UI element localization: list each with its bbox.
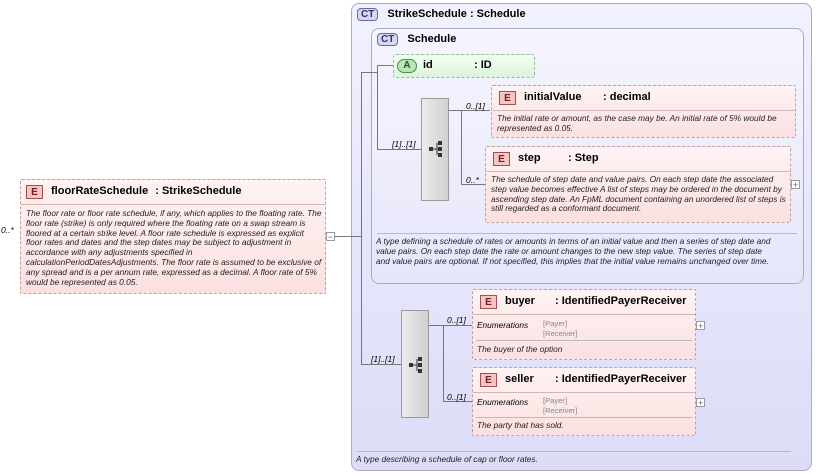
complex-type-description: A type describing a schedule of cap or f… [356,454,538,464]
element-icon: E [480,373,497,387]
element-type: : Step [568,152,599,164]
element-floorrateschedule[interactable]: E floorRateSchedule : StrikeSchedule The… [20,179,326,294]
expand-toggle[interactable]: + [791,180,800,190]
element-name: seller [505,373,534,385]
divider [377,233,797,234]
element-type: : decimal [603,91,651,103]
enumeration-value: [Receiver] [543,406,578,415]
buyer-cardinality: 0..[1] [447,315,466,325]
sequence-icon [409,357,422,373]
element-type: : IdentifiedPayerReceiver [555,373,687,385]
complex-type-icon: CT [377,33,399,46]
connector [377,65,378,150]
enumeration-value: [Payer] [543,396,568,405]
element-description: The schedule of step date and value pair… [491,174,786,214]
connector [361,364,401,365]
divider [357,451,791,452]
initialvalue-cardinality: 0..[1] [466,101,485,111]
element-description: The party that has sold. [477,420,564,430]
collapse-toggle[interactable]: − [326,232,335,242]
element-icon: E [499,91,516,105]
connector [377,149,421,150]
element-name: buyer [505,295,535,307]
element-icon: E [26,185,43,199]
complex-type-header: CT StrikeSchedule : Schedule [357,8,526,21]
element-description: The buyer of the option [477,344,563,354]
seller-cardinality: 0..[1] [447,392,466,402]
element-header [486,147,790,172]
enumeration-value: [Payer] [543,319,568,328]
expand-toggle[interactable]: + [696,321,705,331]
connector [327,236,349,237]
element-header [492,86,795,111]
element-header [473,290,695,315]
element-icon: E [480,295,497,309]
element-header [473,368,695,393]
element-seller[interactable]: E seller : IdentifiedPayerReceiver Enume… [472,367,696,436]
step-cardinality: 0..* [466,175,479,185]
element-description: The floor rate or floor rate schedule, i… [26,208,322,287]
element-name: step [518,152,541,164]
connector [429,325,443,326]
complex-type-title: StrikeSchedule : Schedule [387,8,526,20]
connector [443,325,472,326]
connector [377,65,395,66]
connector [461,110,462,184]
element-header [21,180,325,205]
sequence-compositor[interactable] [401,310,429,418]
element-name: floorRateSchedule [51,185,149,197]
complex-type-icon: CT [357,8,379,21]
root-cardinality: 0..* [1,225,14,235]
element-description: The initial rate or amount, as the case … [497,113,777,133]
connector [443,401,472,402]
element-name: initialValue [524,91,582,103]
sequence-cardinality: [1]..[1] [371,354,395,364]
divider [476,417,692,418]
inner-type-title: Schedule [407,33,457,45]
enumeration-value: [Receiver] [543,329,578,338]
element-step[interactable]: E step : Step The schedule of step date … [485,146,791,223]
attribute-icon: A [397,59,417,73]
connector [361,72,377,73]
connector [461,110,490,111]
element-icon: E [493,152,510,166]
enumerations-label: Enumerations [477,397,529,407]
expand-toggle[interactable]: + [696,398,705,408]
inner-type-description: A type defining a schedule of rates or a… [376,236,771,266]
enumerations-label: Enumerations [477,320,529,330]
connector [461,184,485,185]
divider [476,340,692,341]
element-initialvalue[interactable]: E initialValue : decimal The initial rat… [491,85,796,138]
connector [349,236,361,237]
element-buyer[interactable]: E buyer : IdentifiedPayerReceiver Enumer… [472,289,696,360]
connector [361,72,362,364]
sequence-icon [429,141,442,157]
element-title: floorRateSchedule : StrikeSchedule [51,185,241,197]
inner-type-header: CT Schedule [377,33,456,46]
attribute-type: : ID [474,59,492,71]
sequence-cardinality: [1]..[1] [392,139,416,149]
attribute-name: id [423,59,433,71]
connector [449,110,461,111]
attribute-id[interactable]: A id : ID [393,54,535,78]
element-type: : IdentifiedPayerReceiver [555,295,687,307]
element-type: : StrikeSchedule [155,185,242,197]
sequence-compositor[interactable] [421,98,449,201]
connector [443,325,444,401]
